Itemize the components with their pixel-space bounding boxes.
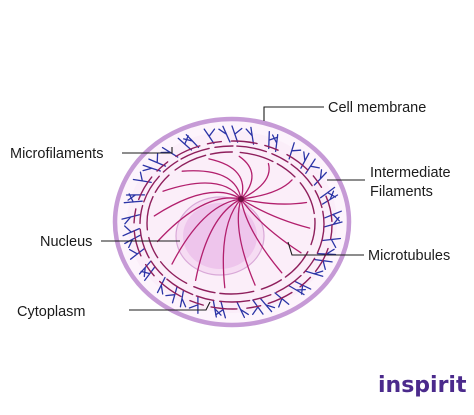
- microtubule-strand: [171, 198, 242, 265]
- microtubule-strand: [240, 162, 270, 200]
- microfilament-strand: [305, 158, 320, 174]
- microtubule-strand: [240, 198, 283, 274]
- microfilament-strand: [324, 210, 342, 222]
- leader-microtubules: [287, 241, 364, 256]
- microfilament-strand: [125, 194, 146, 201]
- microfilament-strand: [140, 266, 156, 282]
- microfilament-strand: [236, 301, 249, 319]
- microfilament-strand: [179, 289, 187, 308]
- microtubule-strand: [162, 182, 242, 200]
- microtubule-strand: [240, 198, 308, 205]
- microfilament-strand: [215, 300, 227, 319]
- microfilament-strand: [324, 216, 343, 228]
- microtubule-network: [153, 155, 311, 289]
- inspirit-logo: inspirit: [378, 373, 467, 398]
- microfilament-strand: [287, 284, 306, 296]
- label-intermediate-line2: Filaments: [370, 184, 433, 200]
- microfilament-strand: [203, 128, 216, 145]
- microfilament-strand: [183, 134, 200, 149]
- microfilament-strand: [245, 126, 255, 145]
- microtubule-strand: [156, 197, 242, 243]
- microfilament-strand: [128, 247, 145, 260]
- label-leaders: [101, 106, 365, 311]
- microfilament-strand: [231, 125, 243, 143]
- microfilament-strand: [121, 214, 141, 225]
- microtubule-strand: [194, 198, 242, 282]
- microfilament-strand: [122, 225, 140, 237]
- label-cytoplasm: Cytoplasm: [17, 304, 86, 320]
- microtubule-strand: [240, 179, 293, 200]
- intermediate-filament-network: [133, 140, 333, 310]
- microfilament-strand: [138, 260, 152, 278]
- nucleus: [175, 196, 265, 276]
- microtubule-strand: [153, 191, 242, 217]
- microtubule-strand: [238, 155, 253, 200]
- centrosome: [238, 196, 244, 202]
- leader-cytoplasm: [129, 301, 211, 311]
- label-nucleus: Nucleus: [40, 234, 92, 250]
- microtubule-strand: [181, 170, 242, 200]
- label-cell-membrane: Cell membrane: [328, 100, 426, 116]
- microfilament-strand: [321, 237, 342, 249]
- label-microtubules: Microtubules: [368, 248, 450, 264]
- label-microfilaments: Microfilaments: [10, 146, 103, 162]
- microfilament-strand: [313, 169, 327, 186]
- leader-microfilaments: [122, 147, 173, 154]
- microfilament-strand: [268, 131, 279, 150]
- label-intermediate-line1: Intermediate: [370, 165, 451, 181]
- microtubule-strand: [240, 198, 311, 229]
- microtubule-strand: [208, 158, 244, 200]
- microfilament-strand: [212, 299, 222, 318]
- leader-cell-membrane: [263, 106, 324, 121]
- microfilament-strand: [321, 190, 339, 205]
- microtubule-strand: [237, 198, 256, 286]
- microtubule-strand: [222, 198, 242, 289]
- microfilament-strand: [165, 285, 178, 304]
- microfilament-strand: [304, 270, 324, 277]
- microfilament-strand: [218, 125, 231, 143]
- microfilament-strand: [259, 297, 276, 313]
- microtubule-strand: [240, 198, 302, 254]
- microfilament-strand: [156, 276, 166, 295]
